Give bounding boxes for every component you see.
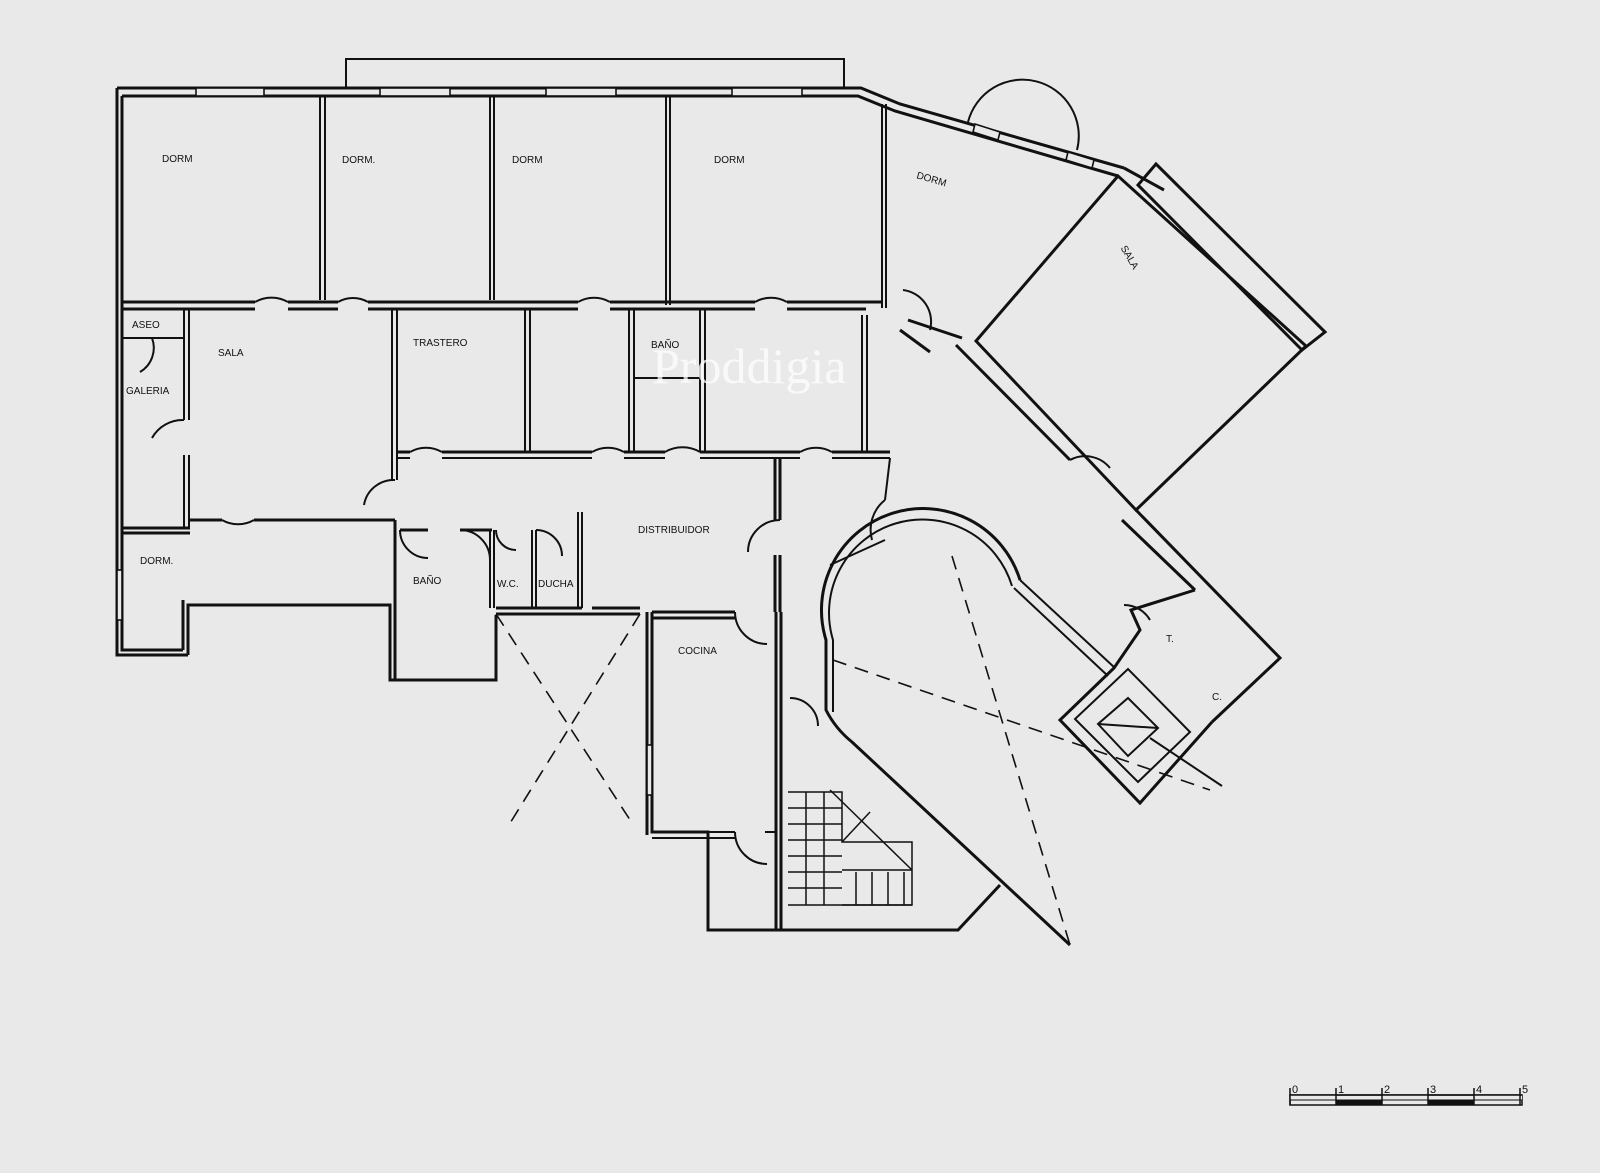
room-labels: DORM DORM. DORM DORM DORM SALA ASEO SALA… bbox=[126, 154, 1222, 703]
room-label-ducha: DUCHA bbox=[538, 579, 574, 590]
room-label-dorm-2: DORM. bbox=[342, 155, 375, 166]
door-swings bbox=[139, 289, 1151, 865]
scale-label-5: 5 bbox=[1522, 1084, 1528, 1096]
scale-bar: 0 1 2 3 4 5 bbox=[1289, 1084, 1528, 1106]
room-label-distribuidor: DISTRIBUIDOR bbox=[638, 525, 710, 536]
bay-window bbox=[967, 78, 1080, 151]
room-label-sala-1: SALA bbox=[218, 348, 244, 359]
room-label-wc: W.C. bbox=[497, 579, 519, 590]
scale-label-1: 1 bbox=[1338, 1084, 1344, 1096]
staircase bbox=[788, 789, 913, 906]
scale-label-2: 2 bbox=[1384, 1084, 1390, 1096]
room-label-dorm-3: DORM bbox=[512, 155, 543, 166]
room-label-dorm-5: DORM bbox=[915, 170, 947, 189]
scale-label-3: 3 bbox=[1430, 1084, 1436, 1096]
room-label-t: T. bbox=[1166, 634, 1174, 645]
scale-label-4: 4 bbox=[1476, 1084, 1482, 1096]
windows bbox=[116, 87, 1095, 796]
watermark: Proddigia bbox=[652, 338, 846, 394]
void-lines bbox=[495, 555, 1211, 946]
room-label-dorm-6: DORM. bbox=[140, 556, 173, 567]
room-label-sala-2: SALA bbox=[1118, 244, 1140, 272]
interior-walls bbox=[122, 96, 891, 839]
exterior-walls bbox=[115, 58, 1328, 932]
room-label-galeria: GALERIA bbox=[126, 386, 170, 397]
room-label-c: C. bbox=[1212, 692, 1222, 703]
scale-label-0: 0 bbox=[1292, 1084, 1298, 1096]
room-label-bano-1: BAÑO bbox=[651, 338, 680, 351]
room-label-trastero: TRASTERO bbox=[413, 338, 468, 349]
room-label-bano-2: BAÑO bbox=[413, 574, 442, 587]
curved-terrace bbox=[820, 507, 1072, 947]
room-label-aseo: ASEO bbox=[132, 320, 160, 331]
room-label-dorm-4: DORM bbox=[714, 155, 745, 166]
room-label-cocina: COCINA bbox=[678, 646, 717, 657]
room-label-dorm-1: DORM bbox=[162, 154, 193, 165]
